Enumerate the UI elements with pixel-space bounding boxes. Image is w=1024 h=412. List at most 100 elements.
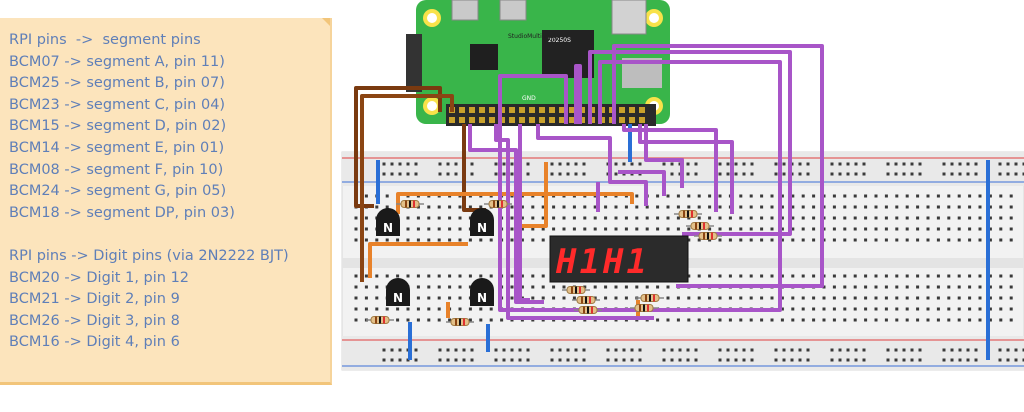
hole [874, 318, 878, 322]
hole [947, 318, 951, 322]
hole [468, 318, 472, 322]
hole [884, 318, 888, 322]
hole [739, 216, 743, 220]
hole [1022, 172, 1024, 176]
hole [958, 348, 962, 352]
hole [398, 358, 402, 362]
hole [416, 307, 420, 311]
hole [988, 205, 992, 209]
hole [448, 318, 452, 322]
hole [375, 238, 379, 242]
hole [801, 227, 805, 231]
hole [988, 296, 992, 300]
hole [656, 205, 660, 209]
hole [697, 194, 701, 198]
hole [531, 216, 535, 220]
hole [454, 348, 458, 352]
hole [446, 162, 450, 166]
hole [398, 348, 402, 352]
hole [978, 238, 982, 242]
hole [583, 205, 587, 209]
resistor-band [571, 286, 573, 294]
hole [718, 296, 722, 300]
hole [354, 285, 358, 289]
resistor-band [575, 286, 577, 294]
hole [770, 274, 774, 278]
hole [843, 194, 847, 198]
hole [541, 296, 545, 300]
hole [760, 318, 764, 322]
hole [978, 194, 982, 198]
resistors [366, 200, 722, 326]
hole [750, 348, 754, 352]
hole [774, 172, 778, 176]
hole [812, 307, 816, 311]
hole [662, 358, 666, 362]
hole [446, 348, 450, 352]
hole [884, 307, 888, 311]
resistor-band [587, 306, 589, 314]
hole [853, 285, 857, 289]
gpio-pin [479, 117, 485, 123]
hole [926, 296, 930, 300]
hole [853, 318, 857, 322]
hole [718, 348, 722, 352]
gpio-pin [529, 117, 535, 123]
hole [1014, 172, 1018, 176]
hole [531, 205, 535, 209]
hole [624, 227, 628, 231]
hole [854, 348, 858, 352]
resistor-band [707, 232, 709, 240]
hole [884, 274, 888, 278]
note-line: BCM20 -> Digit 1, pin 12 [9, 269, 190, 286]
gpio-pin [489, 107, 495, 113]
wire-purple [638, 124, 734, 214]
hole [957, 285, 961, 289]
hole [822, 307, 826, 311]
hole [694, 162, 698, 166]
hole [734, 162, 738, 166]
hole [574, 358, 578, 362]
gpio-pin [469, 107, 475, 113]
hole [390, 162, 394, 166]
hole [770, 227, 774, 231]
hole [918, 348, 922, 352]
hole [968, 285, 972, 289]
hole [862, 162, 866, 166]
note-line: BCM23 -> segment C, pin 04) [9, 96, 226, 113]
hole [582, 358, 586, 362]
hole [687, 194, 691, 198]
hole [494, 348, 498, 352]
hole [438, 172, 442, 176]
hole [974, 348, 978, 352]
jumper-wires [354, 44, 990, 360]
hole [630, 348, 634, 352]
hole [510, 172, 514, 176]
hole [770, 296, 774, 300]
gpio-pin [639, 117, 645, 123]
hole [687, 318, 691, 322]
note-line: RPI pins -> Digit pins (via 2N2222 BJT) [9, 247, 289, 264]
transistors: N N N N [376, 208, 494, 306]
hole [510, 205, 514, 209]
hole [782, 162, 786, 166]
hole [760, 216, 764, 220]
gpio-pin [459, 107, 465, 113]
hole [926, 238, 930, 242]
hole [968, 194, 972, 198]
hole [936, 238, 940, 242]
hole [510, 285, 514, 289]
resistor-band [379, 316, 381, 324]
wire-purple [622, 124, 718, 212]
hole [614, 162, 618, 166]
resistor-band [647, 304, 649, 312]
hole [726, 358, 730, 362]
hole [416, 274, 420, 278]
hole [635, 205, 639, 209]
hole [656, 227, 660, 231]
hole [583, 227, 587, 231]
gpio-pin [639, 107, 645, 113]
hole [853, 227, 857, 231]
hole [864, 216, 868, 220]
hole [780, 216, 784, 220]
